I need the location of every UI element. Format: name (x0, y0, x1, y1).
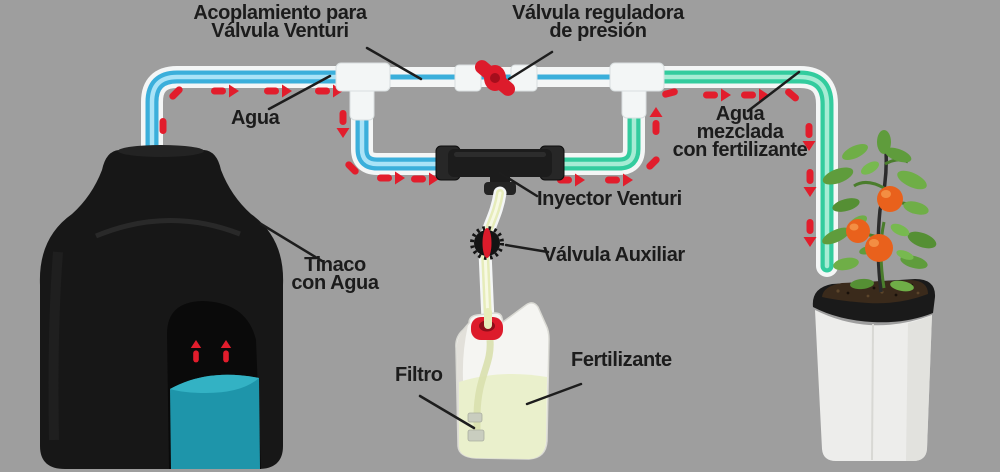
leader-valvula-auxiliar (504, 243, 550, 254)
filter-upper (467, 412, 483, 423)
pipe-fittings (335, 62, 665, 121)
pressure-valve-icon (474, 60, 516, 96)
leader-filtro (418, 394, 476, 430)
filter-lower (467, 429, 485, 442)
aux-valve-knurl (470, 226, 504, 260)
leader-fertilizante (525, 382, 583, 406)
label-filtro: Filtro (395, 364, 443, 386)
water-tank (39, 145, 284, 469)
label-tinaco: Tinaco con Agua (291, 254, 379, 294)
label-valvula-auxiliar: Válvula Auxiliar (543, 244, 685, 266)
flow-arrow (803, 219, 817, 247)
label-agua: Agua (231, 107, 280, 129)
auxiliary-valve-icon (470, 226, 504, 260)
jug-inner-tube (473, 339, 494, 430)
leader-agua-mezclada (746, 70, 801, 113)
valve-sleeve-left (454, 64, 482, 92)
tank-water-surface (170, 374, 259, 393)
leader-inyector (498, 171, 539, 198)
venturi-injector (435, 145, 565, 195)
water-pipe-highlight (149, 74, 348, 163)
plant-stake (876, 130, 888, 293)
aux-valve-red-band (482, 228, 492, 258)
tee-fitting-right (609, 62, 665, 92)
flow-arrow (605, 173, 633, 187)
leader-agua (267, 74, 332, 111)
flow-dash (783, 87, 801, 103)
fertilizer-jug (455, 302, 550, 460)
leader-acoplamiento (365, 46, 423, 81)
leader-valvula-reguladora (507, 50, 554, 81)
flow-arrow (803, 169, 817, 197)
flow-dash (661, 87, 679, 99)
pot-seam (871, 323, 874, 461)
tank-water (170, 374, 260, 469)
plant-pot (812, 279, 936, 461)
tank-sheen (95, 218, 241, 239)
tank-lid (118, 145, 204, 157)
label-acoplamiento: Acoplamiento para Válvula Venturi (193, 2, 367, 42)
leader-lines (259, 46, 801, 430)
pot-shading (906, 315, 932, 461)
flow-arrow (336, 110, 350, 138)
tank-side-sheen (48, 251, 63, 441)
label-fertilizante: Fertilizante (571, 349, 672, 371)
venturi-highlight (454, 152, 546, 157)
label-valvula-reguladora: Válvula reguladora de presión (512, 2, 684, 42)
tee-fitting-left (335, 62, 391, 92)
valve-center (490, 73, 500, 83)
mixed-pipe-highlight (637, 74, 830, 269)
label-agua-mezclada: Agua mezclada con fertilizante (672, 103, 808, 161)
label-inyector-venturi: Inyector Venturi (537, 188, 682, 210)
bypass-left-highlight (359, 77, 463, 167)
flow-arrow (703, 88, 731, 102)
leader-tinaco (259, 222, 324, 263)
tomatoes (846, 186, 903, 262)
flow-dash (159, 118, 167, 134)
tomato-plant (822, 130, 937, 293)
bypass-right-highlight (537, 77, 637, 167)
